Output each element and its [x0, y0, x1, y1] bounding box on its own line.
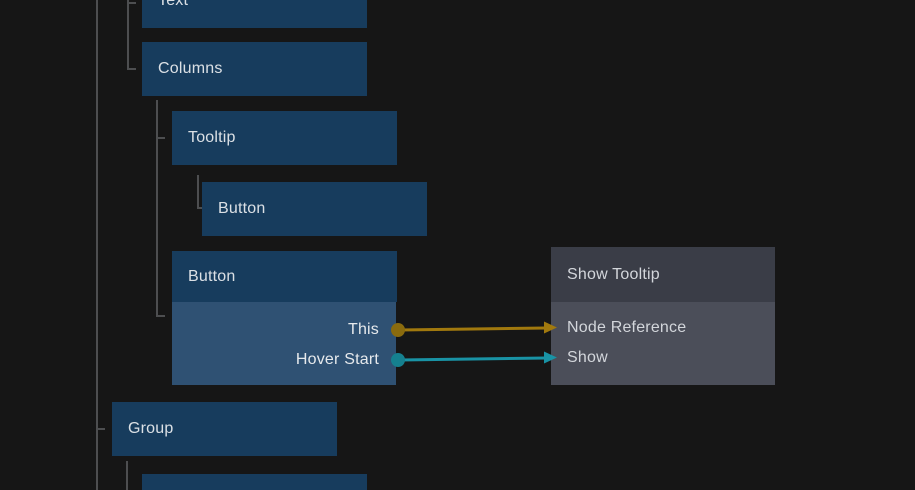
- tree-node-columns[interactable]: Columns: [142, 42, 367, 96]
- tree-tick-tooltip: [156, 137, 165, 139]
- tree-node-label: Group: [128, 420, 174, 437]
- tree-tick-button: [156, 315, 165, 317]
- tree-tick-columns: [127, 68, 136, 70]
- tree-line-group-children: [126, 461, 128, 490]
- tree-node-label: Text: [158, 0, 189, 9]
- tree-line-tooltip-children: [197, 175, 199, 209]
- tree-tick-group: [96, 428, 105, 430]
- action-item-label: Show: [567, 349, 608, 366]
- tree-line-level1: [127, 0, 129, 70]
- action-item-node-reference[interactable]: Node Reference: [551, 313, 775, 343]
- tree-line-columns-children: [156, 100, 158, 317]
- tree-tick-nested-button: [197, 207, 206, 209]
- action-panel-body: Node Reference Show: [551, 302, 775, 385]
- tree-node-tooltip[interactable]: Tooltip: [172, 111, 397, 165]
- wire-this-to-node-reference: [399, 326, 547, 332]
- tree-node-label: Tooltip: [188, 129, 236, 146]
- action-item-label: Node Reference: [567, 319, 687, 336]
- port-hover-start[interactable]: Hover Start: [172, 345, 396, 375]
- tree-tick-text: [127, 2, 136, 4]
- action-item-show[interactable]: Show: [551, 343, 775, 373]
- tree-node-text[interactable]: Text: [142, 0, 367, 28]
- action-panel-title: Show Tooltip: [567, 265, 660, 283]
- tree-node-button-nested[interactable]: Button: [202, 182, 427, 236]
- tree-node-button-selected[interactable]: Button: [172, 251, 397, 302]
- port-label: This: [347, 321, 379, 338]
- wire-hover-start-to-show: [399, 356, 547, 362]
- tree-node-label: Button: [218, 200, 266, 217]
- action-panel-header[interactable]: Show Tooltip: [551, 247, 775, 302]
- port-this[interactable]: This: [172, 315, 396, 345]
- tree-node-label: Button: [188, 267, 236, 285]
- tree-node-label: Columns: [158, 60, 223, 77]
- tree-line-root: [96, 0, 98, 490]
- port-label: Hover Start: [295, 351, 379, 368]
- tree-node-group[interactable]: Group: [112, 402, 337, 456]
- tree-node-partial[interactable]: [142, 474, 367, 490]
- selected-node-ports: This Hover Start: [172, 302, 396, 385]
